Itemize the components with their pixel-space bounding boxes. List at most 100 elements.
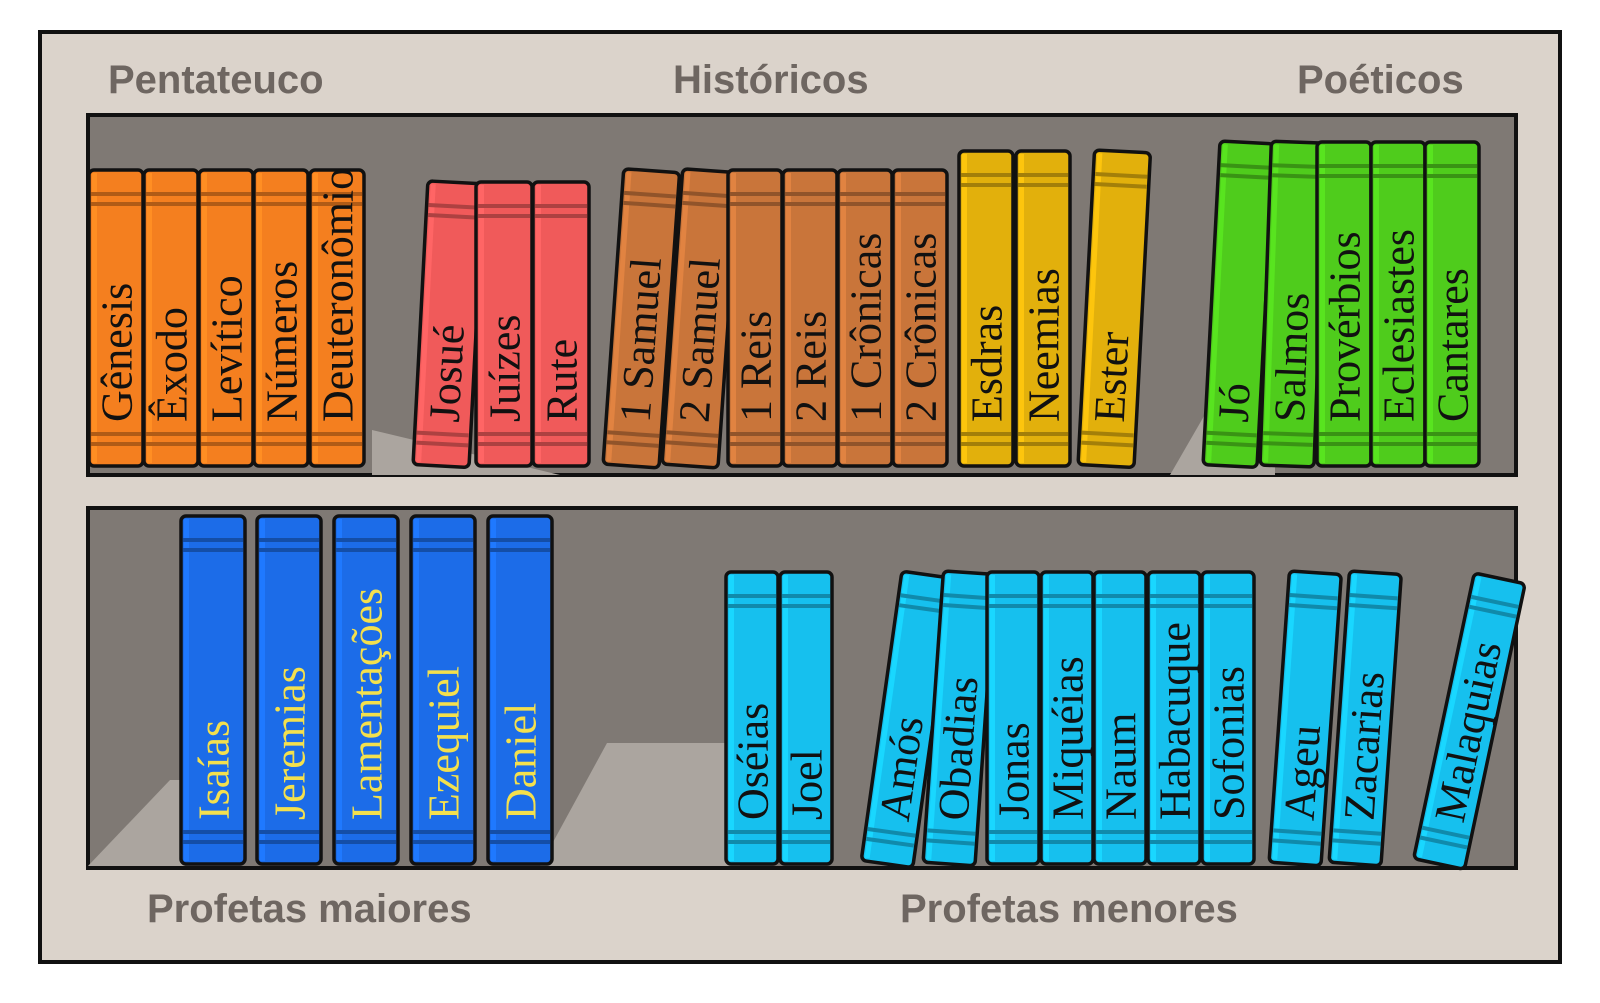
book-highlight: [184, 519, 189, 861]
book-spine: [1146, 570, 1202, 866]
book-band: [490, 830, 550, 834]
book-band: [1470, 594, 1519, 609]
book-band: [478, 442, 530, 446]
book-spine: [486, 514, 554, 866]
book-title: Obadias: [929, 675, 988, 822]
book-spine: [531, 180, 591, 468]
book-highlight: [1320, 145, 1325, 463]
book-band: [201, 442, 251, 446]
book-proverbios: Provérbios: [1315, 140, 1373, 468]
book-highlight: [1019, 154, 1024, 463]
book-band: [91, 202, 141, 206]
book-band: [1263, 431, 1314, 437]
book-band: [1468, 604, 1517, 619]
book-highlight: [1206, 144, 1228, 463]
book-band: [336, 548, 396, 552]
book-band: [782, 594, 830, 598]
book-band: [91, 442, 141, 446]
book-band: [1043, 604, 1091, 608]
book-highlight: [92, 173, 97, 463]
book-title: Provérbios: [1321, 231, 1370, 422]
book-band: [146, 432, 196, 436]
book-highlight: [1097, 575, 1102, 861]
book-jonas: Jonas: [985, 570, 1041, 866]
book-band: [840, 192, 890, 196]
book-band: [201, 432, 251, 436]
book-band: [1204, 840, 1252, 844]
book-spine: [778, 570, 834, 866]
book-band: [1096, 830, 1144, 834]
category-label-poeticos: Poéticos: [1297, 58, 1464, 102]
book-band: [961, 173, 1011, 177]
book-band: [1349, 592, 1398, 601]
book-band: [867, 826, 916, 838]
book-title: Joel: [783, 749, 832, 820]
book-highlight: [257, 173, 262, 463]
book-band: [785, 202, 835, 206]
book-spine: [985, 570, 1041, 866]
book-band: [1427, 164, 1477, 168]
book-title: 2 Samuel: [670, 256, 730, 424]
book-band: [682, 200, 735, 209]
book-band: [1319, 432, 1369, 436]
book-highlight: [962, 154, 967, 463]
book-band: [416, 440, 469, 448]
book-band: [146, 202, 196, 206]
book-band: [989, 830, 1037, 834]
book-band: [1043, 830, 1091, 834]
book-title: Ester: [1085, 330, 1139, 423]
book-miqueias: Miquéias: [1039, 570, 1095, 866]
book-levitico: Levítico: [197, 168, 255, 468]
book-numeros: Números: [252, 168, 310, 468]
book-title: Miquéias: [1044, 656, 1093, 820]
book-band: [490, 840, 550, 844]
book-highlight: [1428, 145, 1433, 463]
book-band: [336, 830, 396, 834]
book-band: [1081, 440, 1134, 448]
book-band: [840, 432, 890, 436]
book-band: [1373, 174, 1423, 178]
book-band: [730, 432, 780, 436]
book-highlight: [1374, 145, 1379, 463]
book-spine: [957, 149, 1015, 468]
book-band: [535, 204, 587, 208]
book-band: [782, 830, 830, 834]
book-highlight: [783, 575, 788, 861]
book-band: [728, 840, 776, 844]
book-band: [623, 200, 676, 209]
book-highlight: [1044, 575, 1049, 861]
book-band: [1018, 442, 1068, 446]
book-band: [895, 432, 945, 436]
book-band: [782, 840, 830, 844]
book-band: [1333, 828, 1382, 836]
book-band: [1373, 432, 1423, 436]
book-2cronicas: 2 Crônicas: [891, 168, 949, 468]
book-band: [927, 828, 976, 836]
book-title: Jonas: [990, 722, 1039, 820]
book-cantares: Cantares: [1423, 140, 1481, 468]
book-band: [730, 442, 780, 446]
book-jeremias: Jeremias: [255, 514, 323, 866]
book-band: [1319, 174, 1369, 178]
book-band: [1319, 442, 1369, 446]
book-title: Jeremias: [266, 666, 315, 820]
book-band: [866, 836, 915, 848]
book-spine: [1014, 149, 1072, 468]
book-band: [478, 432, 530, 436]
book-band: [898, 603, 947, 614]
book-band: [840, 202, 890, 206]
book-band: [730, 192, 780, 196]
book-band: [1272, 838, 1321, 846]
book-spine: [332, 514, 400, 866]
book-title: Habacuque: [1151, 622, 1200, 820]
book-band: [1373, 164, 1423, 168]
book-band: [336, 840, 396, 844]
book-band: [961, 432, 1011, 436]
book-band: [1204, 604, 1252, 608]
book-ageu: Ageu: [1267, 569, 1343, 868]
book-band: [728, 594, 776, 598]
book-exodo: Êxodo: [142, 168, 200, 468]
book-band: [183, 538, 243, 542]
book-2reis: 2 Reis: [781, 168, 839, 468]
